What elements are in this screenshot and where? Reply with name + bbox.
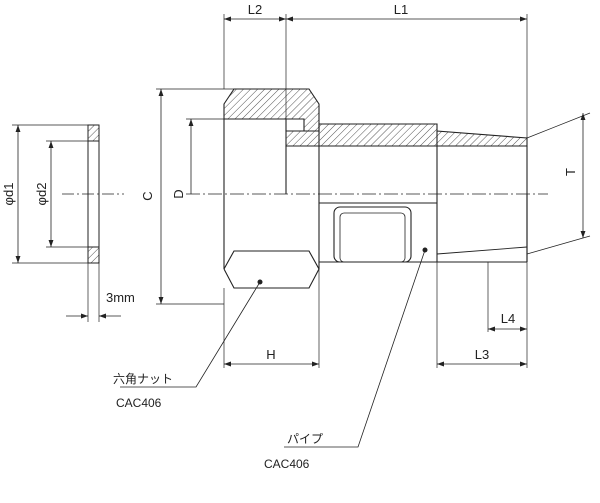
nut-name-label: 六角ナット xyxy=(113,372,173,386)
dimension-L1: L1 xyxy=(286,2,527,22)
dimension-H: H xyxy=(224,347,319,367)
gasket xyxy=(12,124,124,322)
H-label: H xyxy=(266,347,275,362)
thickness-label: 3mm xyxy=(106,290,135,305)
L1-label: L1 xyxy=(394,2,408,17)
pipe-name-label: パイプ xyxy=(287,432,323,446)
pipe-window xyxy=(333,206,412,263)
hex-nut xyxy=(223,88,320,289)
gasket-bottom-section xyxy=(87,246,100,264)
T-label: T xyxy=(563,168,578,176)
pipe xyxy=(285,123,528,263)
dimension-L2: L2 xyxy=(224,2,286,22)
top-extension-lines xyxy=(223,14,528,138)
L3-label: L3 xyxy=(475,347,489,362)
pipe-callout: パイプ CAC406 xyxy=(264,247,428,471)
nut-top-section xyxy=(223,88,320,132)
C-label: C xyxy=(140,191,155,200)
phi-d2-label: φd2 xyxy=(34,183,49,206)
dimension-C: C xyxy=(140,89,164,304)
nut-callout: 六角ナット CAC406 xyxy=(113,279,263,410)
pipe-top-wall xyxy=(285,123,528,147)
phi-d1-label: φd1 xyxy=(1,183,16,206)
L2-label: L2 xyxy=(248,2,262,17)
dimension-phi-d2: φd2 xyxy=(34,141,54,247)
nut-material-label: CAC406 xyxy=(116,396,162,410)
dimension-L3: L3 xyxy=(437,347,527,367)
nut-bottom-flat xyxy=(223,250,320,289)
pipe-material-label: CAC406 xyxy=(264,457,310,471)
dimension-L4: L4 xyxy=(488,311,527,332)
left-extension-lines xyxy=(156,88,234,305)
dimension-T: T xyxy=(526,112,591,255)
L4-label: L4 xyxy=(501,311,515,326)
bottom-extension-lines xyxy=(223,262,528,368)
dimension-phi-d1: φd1 xyxy=(1,125,21,263)
dimension-D: D xyxy=(171,119,194,199)
D-label: D xyxy=(171,189,186,198)
dimension-thickness: 3mm xyxy=(66,290,135,319)
gasket-top-section xyxy=(87,124,100,142)
